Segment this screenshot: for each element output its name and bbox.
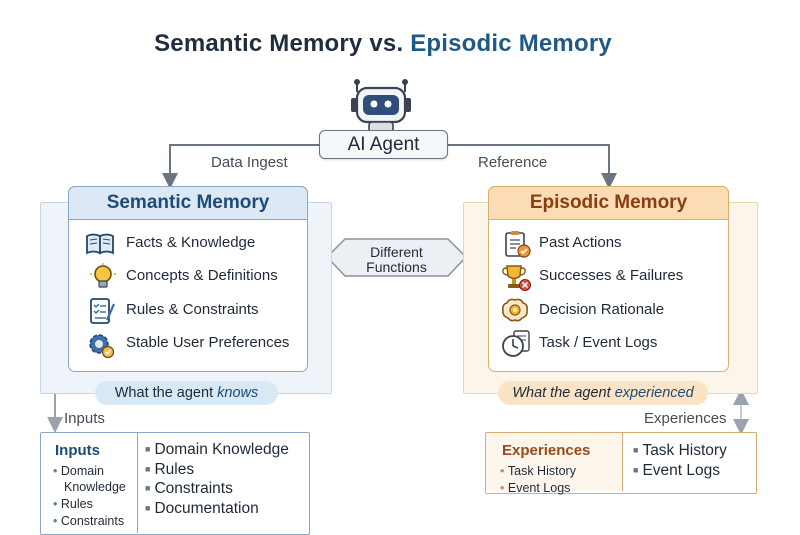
episodic-item-decision: Decision Rationale (539, 301, 665, 318)
title-prefix: Semantic Memory vs. (154, 30, 404, 57)
experiences-box-title: Experiences (502, 442, 591, 459)
reference-label: Reference (478, 154, 548, 171)
list-item: ■Constraints (145, 480, 233, 498)
robot-icon (351, 79, 411, 132)
inputs-flow-label: Inputs (64, 410, 105, 427)
semantic-caption-prefix: What the agent (114, 385, 214, 401)
list-item: • Task History (500, 464, 576, 478)
inputs-divider (137, 433, 138, 533)
data-ingest-label: Data Ingest (211, 154, 288, 171)
experiences-right-list: ■Task History ■Event Logs (633, 441, 727, 480)
semantic-item-concepts: Concepts & Definitions (126, 267, 278, 284)
trophy-icon (502, 265, 531, 291)
list-item: ■Task History (633, 442, 727, 459)
gear-icon (89, 334, 115, 359)
episodic-caption-emph: experienced (614, 385, 694, 401)
semantic-item-rules: Rules & Constraints (126, 301, 259, 318)
clipboard-check-icon (505, 231, 531, 258)
episodic-item-past-actions: Past Actions (539, 234, 622, 251)
clock-log-icon (502, 330, 530, 357)
list-item: • Domain (53, 464, 104, 478)
episodic-item-logs: Task / Event Logs (539, 334, 658, 351)
semantic-caption: What the agent knows (95, 381, 278, 405)
episodic-caption: What the agent experienced (498, 381, 708, 405)
list-item: • Constraints (53, 514, 125, 528)
semantic-item-facts: Facts & Knowledge (126, 234, 256, 251)
list-item: ■Domain Knowledge (145, 441, 289, 458)
list-item: ■Documentation (145, 499, 259, 517)
episodic-caption-prefix: What the agent (512, 385, 611, 401)
episodic-item-successes: Successes & Failures (539, 267, 684, 284)
lightbulb-icon (90, 263, 116, 288)
different-functions-line1: Different (370, 244, 423, 260)
list-item: ■Event Logs (633, 461, 720, 479)
book-icon (86, 233, 114, 255)
brain-icon (502, 298, 528, 322)
list-item: • Event Logs (500, 481, 571, 495)
episodic-heading: Episodic Memory (488, 186, 729, 220)
page-title: Semantic Memory vs. Episodic Memory (0, 30, 766, 58)
different-functions-label: Different Functions (345, 245, 448, 275)
ai-agent-box: AI Agent (319, 130, 448, 159)
list-item: • Rules (53, 497, 93, 511)
different-functions-line2: Functions (366, 259, 427, 275)
inputs-left-list: • Domain Knowledge • Rules • Constraints (53, 463, 126, 529)
title-accent: Episodic Memory (410, 30, 612, 57)
inputs-right-list: ■Domain Knowledge ■Rules ■Constraints ■D… (145, 440, 289, 519)
semantic-heading: Semantic Memory (68, 186, 308, 220)
checklist-icon (90, 298, 116, 324)
experiences-left-bg (486, 433, 622, 491)
inputs-box-title: Inputs (55, 442, 100, 459)
experiences-divider (622, 433, 623, 491)
semantic-caption-emph: knows (217, 385, 259, 401)
experiences-flow-label: Experiences (644, 410, 727, 427)
experiences-left-list: • Task History • Event Logs (500, 463, 576, 497)
list-item: Knowledge (64, 480, 126, 494)
semantic-item-preferences: Stable User Preferences (126, 334, 290, 351)
list-item: ■Rules (145, 460, 195, 478)
